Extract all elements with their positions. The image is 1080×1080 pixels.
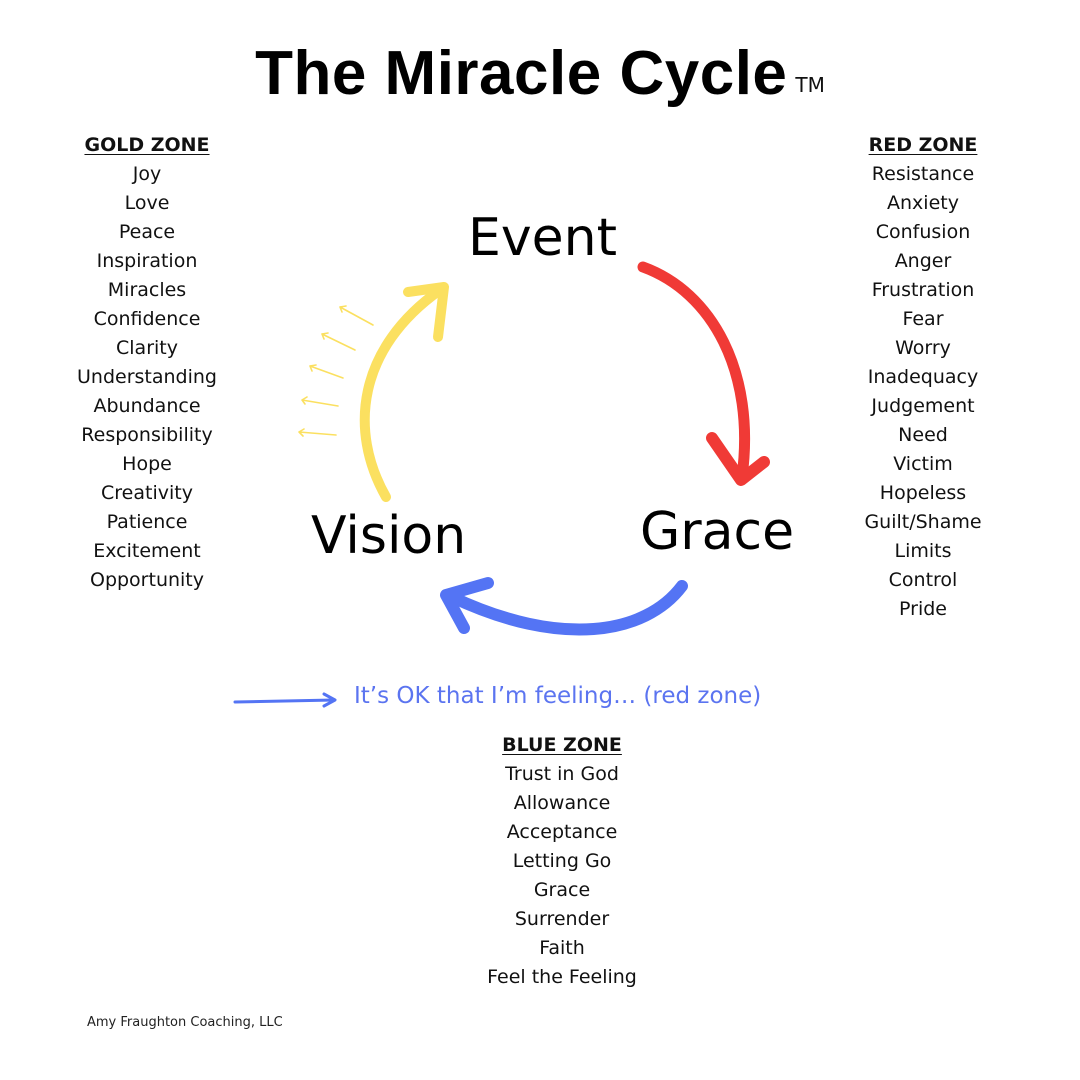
blue-arrow-head [440,577,494,634]
note-arrow-head [322,692,337,708]
blue-zone-item: Faith [539,937,585,959]
red-zone-item: Worry [895,337,951,359]
gold-arrow-shaft [359,285,445,502]
gold-arrow-icon [359,282,449,502]
blue-zone-items: Trust in God Allowance Acceptance Lettin… [432,760,692,992]
red-zone-item: Confusion [875,221,971,243]
gold-zone-item: Peace [118,221,176,243]
gold-zone-items: Joy Love Peace Inspiration Miracles Conf… [17,160,277,595]
blue-zone-list: BLUE ZONE Trust in God Allowance Accepta… [432,731,692,992]
red-arrow-icon [637,261,770,486]
blue-zone-heading: BLUE ZONE [502,734,622,756]
stage-label-vision: Vision [311,506,467,566]
trademark-mark: TM [795,73,825,97]
note-arrow-icon [233,692,337,708]
red-zone-item: Inadequacy [867,366,979,388]
gold-zone-item: Patience [106,511,188,533]
radiating-line [301,396,339,407]
red-zone-item: Judgement [871,395,975,417]
gold-arrow-head [403,282,449,342]
red-zone-item: Guilt/Shame [864,511,982,533]
gold-zone-item: Love [124,192,170,214]
radiating-line [321,332,356,351]
red-zone-item: Resistance [871,163,975,185]
gold-zone-item: Joy [132,163,162,185]
gold-zone-item: Inspiration [96,250,198,272]
gold-zone-item: Understanding [77,366,217,388]
title-text: The Miracle Cycle [255,39,788,108]
red-zone-item: Fear [902,308,944,330]
gold-zone-item: Clarity [116,337,178,359]
gold-zone-item: Responsibility [81,424,213,446]
red-zone-items: Resistance Anxiety Confusion Anger Frust… [793,160,1053,624]
red-arrow-head [706,432,770,486]
red-zone-list: RED ZONE Resistance Anxiety Confusion An… [793,131,1053,624]
gold-zone-item: Excitement [93,540,201,562]
radiating-lines-icon [298,305,374,437]
stage-label-event: Event [468,208,617,268]
gold-zone-item: Confidence [93,308,201,330]
blue-arrow-icon [440,577,688,636]
feeling-note: It’s OK that I’m feeling… (red zone) [354,683,762,709]
red-zone-item: Limits [894,540,952,562]
gold-zone-item: Creativity [101,482,193,504]
gold-zone-list: GOLD ZONE Joy Love Peace Inspiration Mir… [17,131,277,595]
red-zone-item: Pride [899,598,947,620]
blue-zone-item: Surrender [514,908,610,930]
red-zone-item: Anger [894,250,952,272]
red-zone-item: Hopeless [879,482,967,504]
gold-zone-item: Hope [122,453,172,475]
blue-arrow-shaft [446,580,688,636]
red-zone-item: Need [898,424,948,446]
red-zone-item: Frustration [871,279,975,301]
red-zone-item: Victim [893,453,953,475]
red-zone-item: Anxiety [887,192,959,214]
red-zone-item: Control [888,569,958,591]
red-arrow-shaft [637,261,751,483]
radiating-line [309,364,344,379]
red-zone-heading: RED ZONE [868,134,978,156]
gold-zone-item: Miracles [107,279,187,301]
blue-zone-item: Grace [533,879,591,901]
gold-zone-item: Abundance [93,395,201,417]
blue-zone-item: Trust in God [505,763,619,785]
credit-text: Amy Fraughton Coaching, LLC [87,1015,283,1030]
gold-zone-heading: GOLD ZONE [84,134,210,156]
radiating-line [339,305,374,326]
blue-zone-item: Feel the Feeling [487,966,637,988]
radiating-line [298,428,337,437]
note-arrow-shaft [233,698,336,704]
page-title: The Miracle Cycle TM [0,38,1080,109]
blue-zone-item: Allowance [513,792,611,814]
stage-label-grace: Grace [640,502,795,562]
blue-zone-item: Acceptance [506,821,618,843]
gold-zone-item: Opportunity [89,569,205,591]
blue-zone-item: Letting Go [512,850,612,872]
